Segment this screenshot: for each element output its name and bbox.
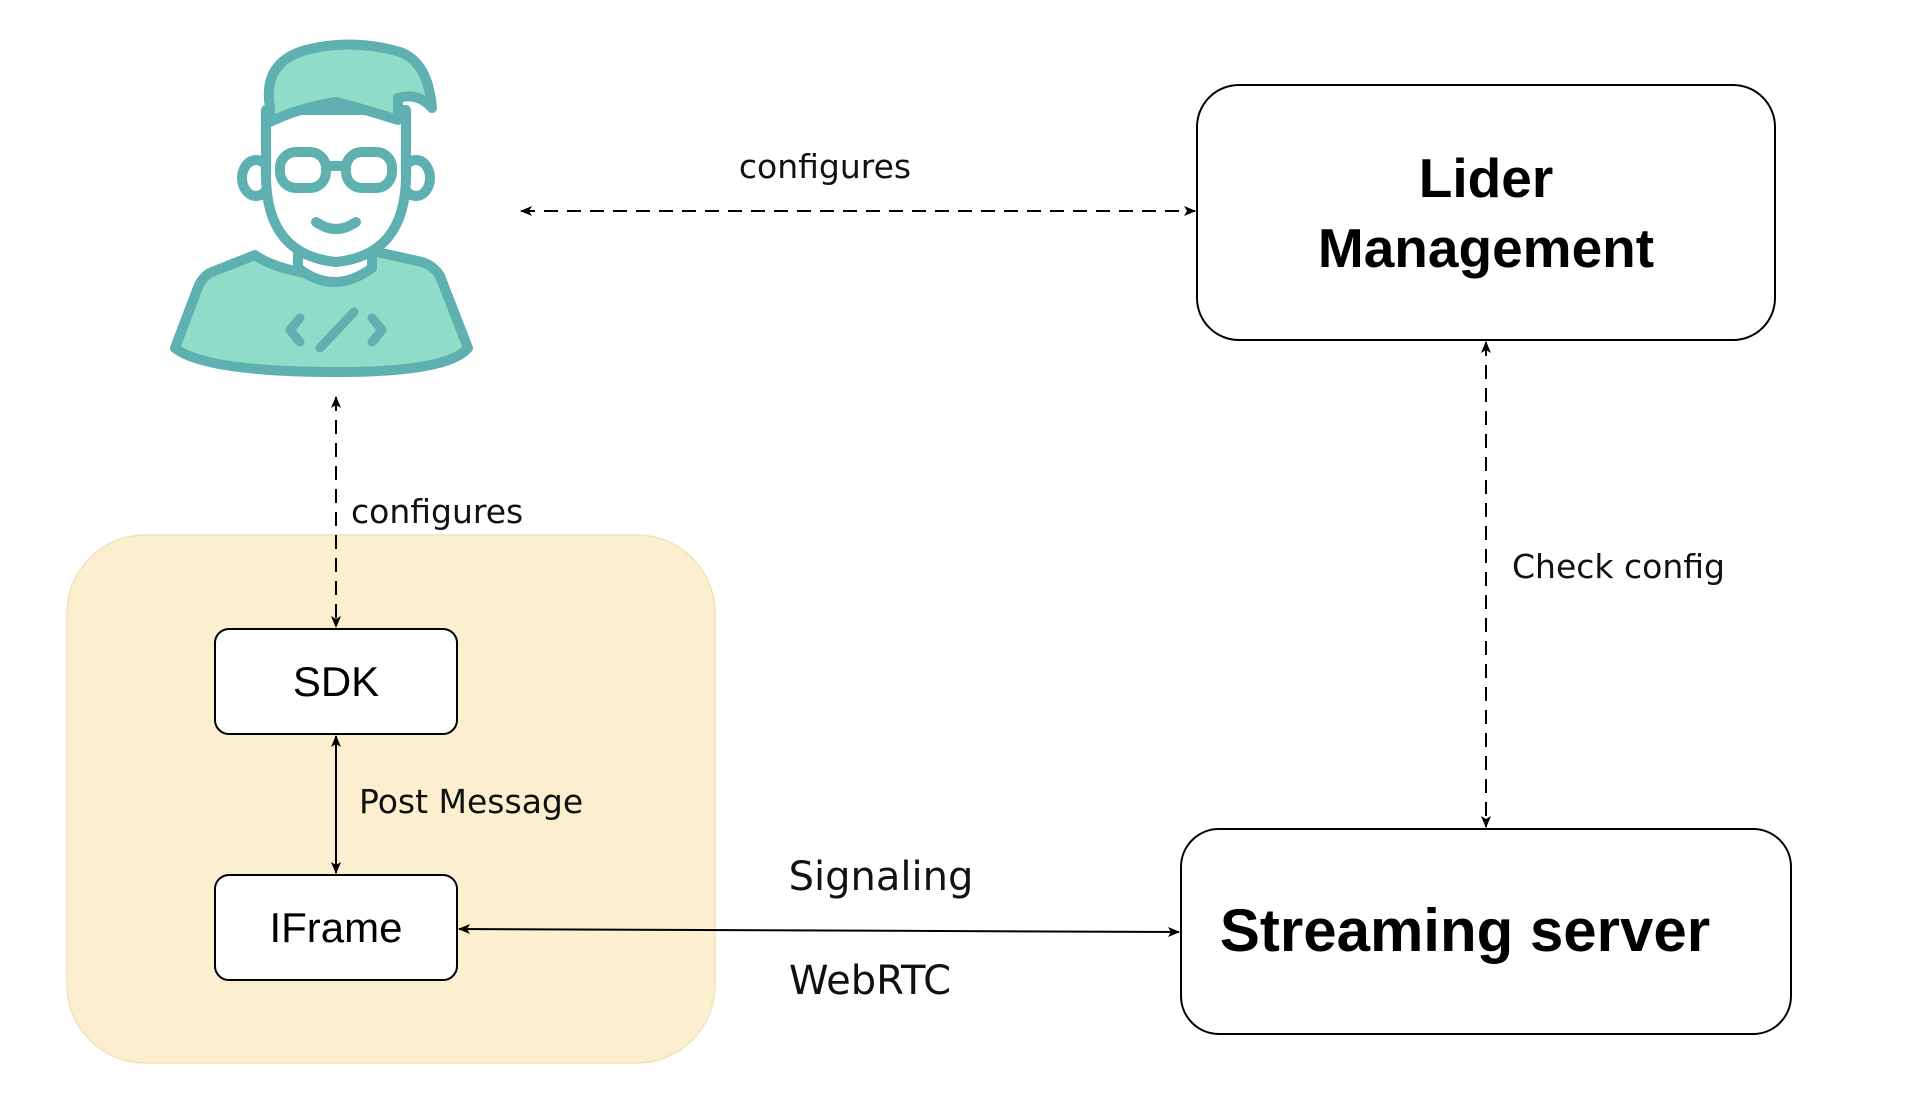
streaming-server-node: Streaming server bbox=[1180, 828, 1792, 1035]
developer-avatar-icon bbox=[170, 39, 473, 377]
edge-sdk-iframe-label: Post Message bbox=[359, 782, 583, 821]
edge-iframe-streaming bbox=[458, 924, 1180, 937]
sdk-node: SDK bbox=[214, 628, 458, 735]
lider-management-label-line2: Management bbox=[1318, 217, 1654, 279]
lider-management-node: Lider Management bbox=[1196, 84, 1776, 341]
iframe-node: IFrame bbox=[214, 874, 458, 981]
edge-lider-streaming-label: Check config bbox=[1512, 547, 1725, 586]
sdk-label: SDK bbox=[293, 658, 379, 705]
edge-dev-sdk-label: configures bbox=[351, 492, 523, 531]
streaming-server-label: Streaming server bbox=[1220, 897, 1710, 964]
edge-dev-lider-label: configures bbox=[739, 147, 911, 186]
edge-iframe-streaming-label-top: Signaling bbox=[789, 854, 974, 900]
edge-iframe-streaming-label-bottom: WebRTC bbox=[789, 958, 951, 1004]
lider-management-label-line1: Lider bbox=[1419, 147, 1553, 209]
iframe-label: IFrame bbox=[269, 904, 402, 951]
